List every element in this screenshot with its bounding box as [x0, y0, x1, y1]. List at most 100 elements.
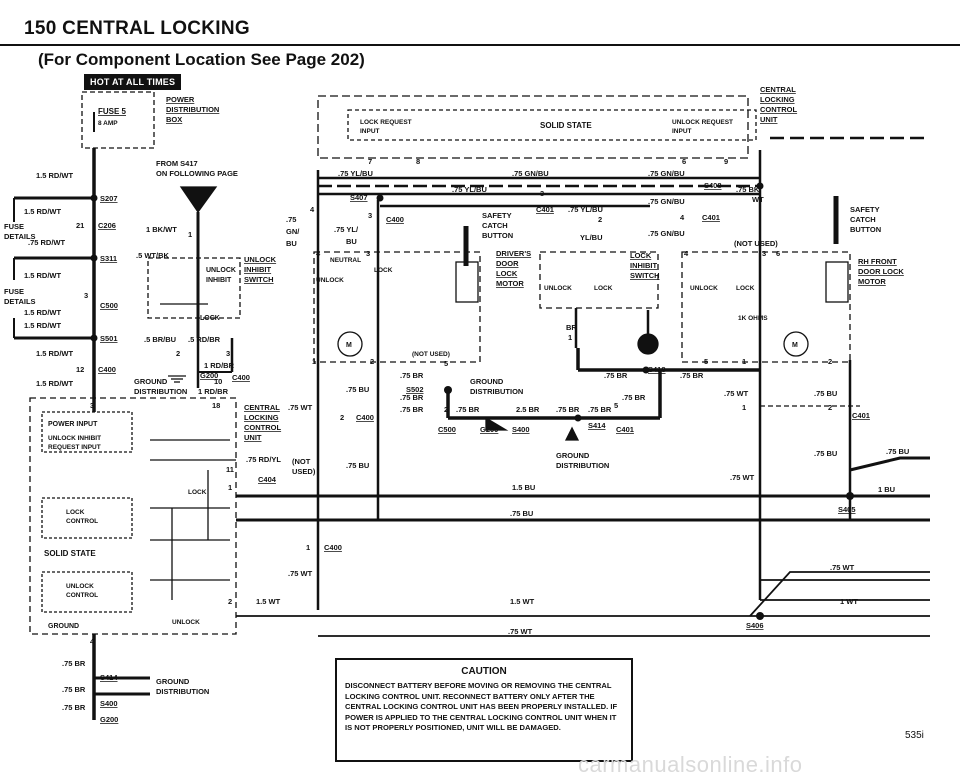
wire-label: .75 GN/BU — [648, 197, 685, 206]
pin-label: 5 — [614, 401, 618, 410]
safety-right-3: BUTTON — [850, 225, 881, 234]
page-number: 535i — [905, 730, 924, 741]
pin-label: 5 — [704, 357, 708, 366]
wire-label: 1 RD/BR — [204, 361, 235, 370]
wire-label: .75 BR — [622, 393, 646, 402]
clcu-label-1: CENTRAL — [244, 403, 280, 412]
gc-dist-2: DISTRIBUTION — [470, 387, 523, 396]
pin-label: 7 — [368, 157, 372, 166]
wire-label: .75 BU — [814, 449, 837, 458]
wire-label: 1.5 RD/WT — [24, 321, 62, 330]
gc-dist-1: GROUND — [470, 377, 504, 386]
ground-g200: G200 — [100, 715, 118, 724]
safety-left-3: BUTTON — [482, 231, 513, 240]
pin-label: 4 — [310, 205, 315, 214]
pin-label: 6 — [682, 157, 686, 166]
wire-label: 1.5 WT — [510, 597, 535, 606]
driver-label-4: MOTOR — [496, 279, 524, 288]
driver-motor-outline — [313, 251, 481, 363]
wire-label: .75 BU — [814, 389, 837, 398]
ground-dist-1: GROUND — [134, 377, 168, 386]
wire-label: .75 BR — [400, 393, 424, 402]
ylbu-left-1: .75 YL/ — [334, 225, 359, 234]
pin-label: 18 — [212, 401, 220, 410]
caution-title: CAUTION — [461, 666, 507, 677]
wire-label: .75 BR — [62, 659, 86, 668]
top-control-unit-outline — [317, 95, 749, 159]
wire-label: .75 BR — [62, 685, 86, 694]
wire-label: 1.5 RD/WT — [24, 308, 62, 317]
pdb-line-1: POWER — [166, 95, 195, 104]
unlock-request-1: UNLOCK REQUEST — [672, 119, 733, 126]
lock-label: LOCK — [188, 489, 207, 496]
rh-lock: LOCK — [736, 285, 755, 292]
pin-label: 2 — [340, 413, 344, 422]
wire-label: 1 WT — [840, 597, 858, 606]
from-s417-1: FROM S417 — [156, 159, 198, 168]
wire-label: .75 BR — [556, 405, 580, 414]
driver-unlock: UNLOCK — [316, 277, 344, 284]
connector-c400: C400 — [386, 215, 404, 224]
splice-s414: S414 — [588, 421, 606, 430]
wire-label: 1 BK/WT — [146, 225, 177, 234]
pin-label: 1 — [306, 543, 310, 552]
splice-s207: S207 — [100, 194, 118, 203]
gnbu-left-1: .75 — [286, 215, 296, 224]
page-title: 150 CENTRAL LOCKING — [24, 18, 250, 39]
pin-label: 4 — [680, 213, 685, 222]
ylbu-left-2: BU — [346, 237, 357, 246]
pin-label: 12 — [76, 365, 84, 374]
bkwt-1: .75 BK/ — [736, 185, 762, 194]
unlock-inhibit-switch-outline — [147, 257, 241, 319]
wire-label: .75 BR — [400, 371, 424, 380]
safety-left-1: SAFETY — [482, 211, 512, 220]
clcu-label-4: UNIT — [244, 433, 262, 442]
wire-label: .75 BR — [680, 371, 704, 380]
wire-label: .75 GN/BU — [512, 169, 549, 178]
safety-left-2: CATCH — [482, 221, 508, 230]
wire-label: 1 RD/BR — [198, 387, 229, 396]
left-control-unit-outline — [29, 397, 237, 635]
driver-label-3: LOCK — [496, 269, 518, 278]
rh-ohms: 1K OHMS — [738, 315, 768, 322]
wire-label: 1.5 RD/WT — [24, 271, 62, 280]
wire-label: .75 GN/BU — [648, 229, 685, 238]
connector-c206: C206 — [98, 221, 116, 230]
fuse-amp: 8 AMP — [98, 120, 118, 127]
wire-label: .75 BR — [62, 703, 86, 712]
lock-request-2: INPUT — [360, 128, 380, 135]
pin-label: 1 — [742, 403, 746, 412]
pin-label: 2 — [228, 597, 232, 606]
pin-label: 3 — [368, 211, 372, 220]
splice-s311: S311 — [100, 254, 117, 263]
splice-s408: S408 — [704, 181, 722, 190]
unlock-inhibit-1: UNLOCK INHIBIT — [48, 435, 101, 442]
pin-label: 11 — [226, 465, 234, 474]
wire-label: .75 WT — [288, 403, 313, 412]
splice-s501: S501 — [100, 334, 118, 343]
pdb-line-3: BOX — [166, 115, 182, 124]
lock-inhibit-switch-outline — [539, 251, 659, 309]
wire-label: .75 GN/BU — [648, 169, 685, 178]
wire-label: .75 BU — [346, 461, 369, 470]
li-unlock: UNLOCK — [544, 285, 572, 292]
gnbu-left-2: GN/ — [286, 227, 300, 236]
splice-s400: S400 — [100, 699, 118, 708]
pin-label: 3 — [762, 249, 766, 258]
li-lock: LOCK — [594, 285, 613, 292]
caution-body: DISCONNECT BATTERY BEFORE MOVING OR REMO… — [345, 681, 618, 733]
rh-unlock: UNLOCK — [690, 285, 718, 292]
fuse-details-1b: DETAILS — [4, 232, 36, 241]
wire-label: .5 RD/BR — [188, 335, 221, 344]
inhibit-label-3: SWITCH — [244, 275, 274, 284]
hot-at-all-times-badge: HOT AT ALL TIMES — [84, 74, 182, 90]
gc-dist-4: DISTRIBUTION — [556, 461, 609, 470]
wire-label: 1.5 RD/WT — [36, 349, 74, 358]
wire-label: .75 RD/WT — [28, 238, 66, 247]
pin-label: 5 — [444, 359, 448, 368]
clcu-label-3: CONTROL — [244, 423, 281, 432]
pin-label: 21 — [76, 221, 84, 230]
top-unit-label-4: UNIT — [760, 115, 778, 124]
caution-box: CAUTION DISCONNECT BATTERY BEFORE MOVING… — [335, 658, 633, 762]
wire-label: .75 BR — [456, 405, 480, 414]
